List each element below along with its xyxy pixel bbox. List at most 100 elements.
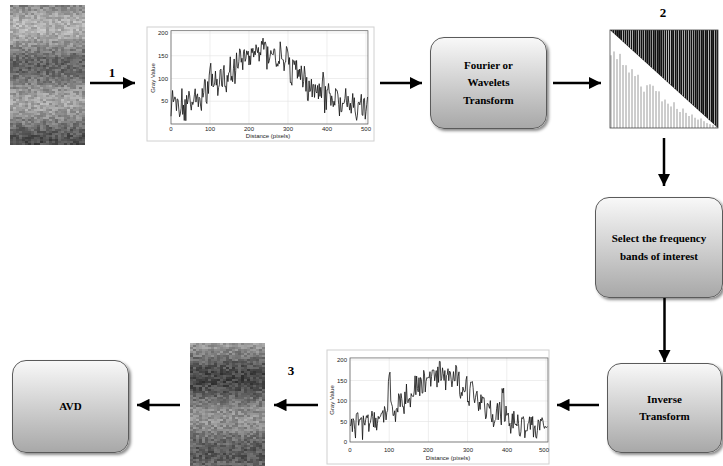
pixel: [22, 19, 25, 21]
pixel: [82, 23, 85, 25]
pixel: [28, 99, 31, 101]
pixel: [79, 47, 82, 49]
pixel: [73, 13, 76, 15]
pixel: [40, 129, 43, 131]
pixel: [61, 141, 64, 143]
pixel: [13, 85, 16, 87]
pixel: [73, 53, 76, 55]
pixel: [22, 115, 25, 117]
pixel: [229, 361, 232, 363]
pixel: [43, 73, 46, 75]
pixel: [22, 95, 25, 97]
pixel: [67, 75, 70, 77]
pixel: [52, 61, 55, 63]
pixel: [37, 83, 40, 85]
pixel: [46, 95, 49, 97]
pixel: [82, 77, 85, 79]
pixel: [16, 111, 19, 113]
pixel: [16, 41, 19, 43]
pixel: [61, 125, 64, 127]
pixel: [70, 21, 73, 23]
pixel: [28, 91, 31, 93]
pixel: [49, 59, 52, 61]
pixel: [64, 25, 67, 27]
pixel: [19, 65, 22, 67]
pixel: [13, 77, 16, 79]
pixel: [244, 357, 247, 359]
pixel: [61, 89, 64, 91]
pixel: [235, 347, 238, 349]
pixel: [82, 127, 85, 129]
pixel: [55, 87, 58, 89]
pixel: [43, 113, 46, 115]
pixel: [238, 355, 241, 357]
pixel: [70, 139, 73, 141]
pixel: [37, 123, 40, 125]
pixel: [76, 5, 79, 7]
pixel: [10, 127, 13, 129]
pixel: [52, 59, 55, 61]
pixel: [79, 49, 82, 51]
pixel: [46, 33, 49, 35]
pixel: [10, 129, 13, 131]
pixel: [79, 99, 82, 101]
pixel: [76, 39, 79, 41]
pixel: [58, 81, 61, 83]
pixel: [46, 79, 49, 81]
pixel: [67, 71, 70, 73]
pixel: [46, 41, 49, 43]
pixel: [49, 19, 52, 21]
pixel: [205, 353, 208, 355]
pixel: [70, 69, 73, 71]
pixel: [64, 39, 67, 41]
pixel: [49, 65, 52, 67]
pixel: [46, 57, 49, 59]
pixel: [37, 7, 40, 9]
pixel: [250, 351, 253, 353]
pixel: [205, 357, 208, 359]
pixel: [10, 137, 13, 139]
pixel: [73, 119, 76, 121]
pixel: [58, 29, 61, 31]
pixel: [67, 89, 70, 91]
pixel: [70, 25, 73, 27]
pixel: [199, 343, 202, 345]
pixel: [16, 81, 19, 83]
pixel: [25, 57, 28, 59]
pixel: [61, 35, 64, 37]
pixel: [64, 57, 67, 59]
pixel: [235, 343, 238, 345]
pixel: [58, 139, 61, 141]
pixel: [16, 37, 19, 39]
pixel: [43, 99, 46, 101]
pixel: [49, 121, 52, 123]
pixel: [52, 41, 55, 43]
pixel: [76, 69, 79, 71]
pixel: [61, 25, 64, 27]
pixel: [46, 143, 49, 145]
pixel: [37, 121, 40, 123]
pixel: [40, 121, 43, 123]
pixel: [10, 71, 13, 73]
pixel: [40, 143, 43, 145]
pixel: [28, 109, 31, 111]
pixel: [70, 57, 73, 59]
pixel: [55, 73, 58, 75]
pixel: [55, 81, 58, 83]
pixel: [16, 29, 19, 31]
pixel: [34, 139, 37, 141]
pixel: [43, 133, 46, 135]
pixel: [196, 343, 199, 345]
pixel: [220, 347, 223, 349]
pixel: [19, 81, 22, 83]
pixel: [22, 81, 25, 83]
pixel: [52, 107, 55, 109]
pixel: [46, 139, 49, 141]
pixel: [10, 29, 13, 31]
pixel: [19, 141, 22, 143]
pixel: [61, 99, 64, 101]
pixel: [202, 345, 205, 347]
pixel: [76, 63, 79, 65]
pixel: [61, 37, 64, 39]
pixel: [37, 47, 40, 49]
